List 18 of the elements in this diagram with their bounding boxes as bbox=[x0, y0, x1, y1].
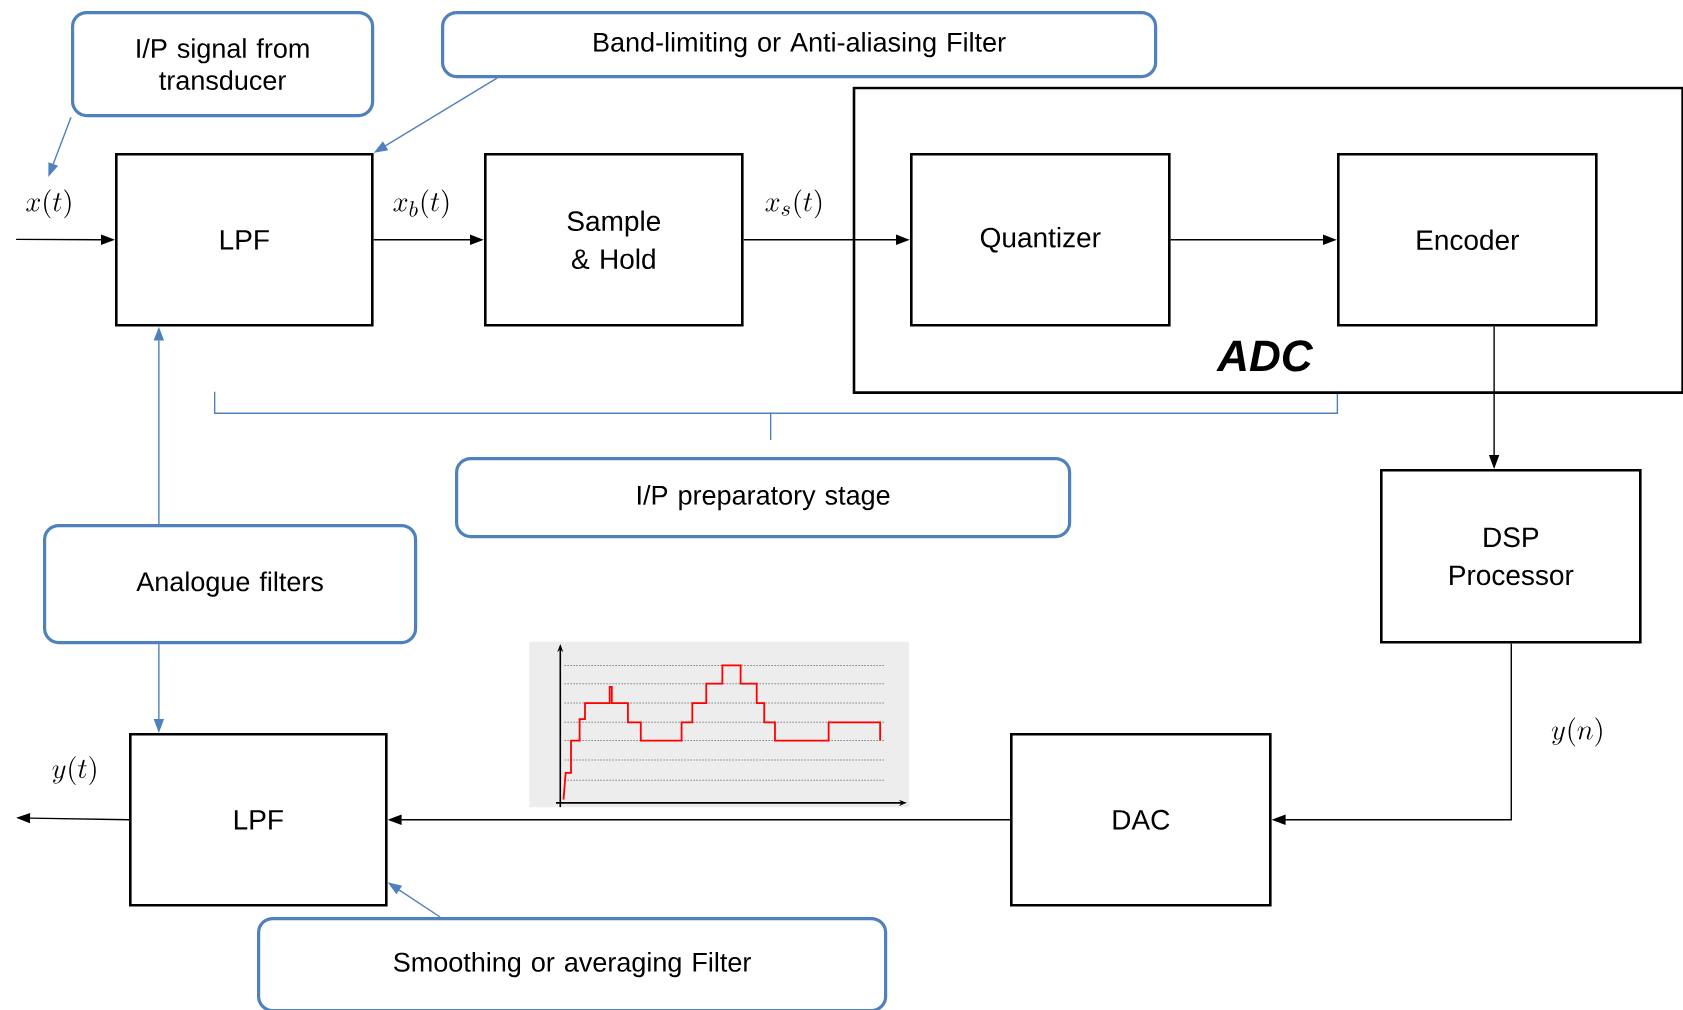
signal-label: $x(t)$ bbox=[26, 189, 71, 219]
signal-label: $y(n)$ bbox=[1551, 717, 1602, 747]
callout-box: Band-limiting or Anti-aliasing Filter bbox=[441, 11, 1158, 79]
block-box: LPF bbox=[115, 153, 374, 327]
callout-box: I/P preparatory stage bbox=[455, 456, 1072, 539]
signal-label: $x_b(t)$ bbox=[393, 189, 449, 219]
block-box: Encoder bbox=[1337, 153, 1598, 327]
signal-label: $x_s(t)$ bbox=[765, 189, 822, 219]
signal-label: $y(t)$ bbox=[52, 756, 96, 786]
block-box: LPF bbox=[129, 733, 388, 907]
callout-box: I/P signal from transducer bbox=[71, 11, 375, 118]
adc-label: ADC bbox=[1216, 340, 1314, 372]
block-box: DSP Processor bbox=[1380, 468, 1642, 644]
callout-box: Smoothing or averaging Filter bbox=[257, 917, 888, 1010]
block-box: DAC bbox=[1010, 733, 1272, 907]
callout-box: Analogue filters bbox=[43, 524, 418, 645]
block-box: Quantizer bbox=[910, 153, 1171, 327]
block-box: Sample & Hold bbox=[484, 153, 744, 327]
